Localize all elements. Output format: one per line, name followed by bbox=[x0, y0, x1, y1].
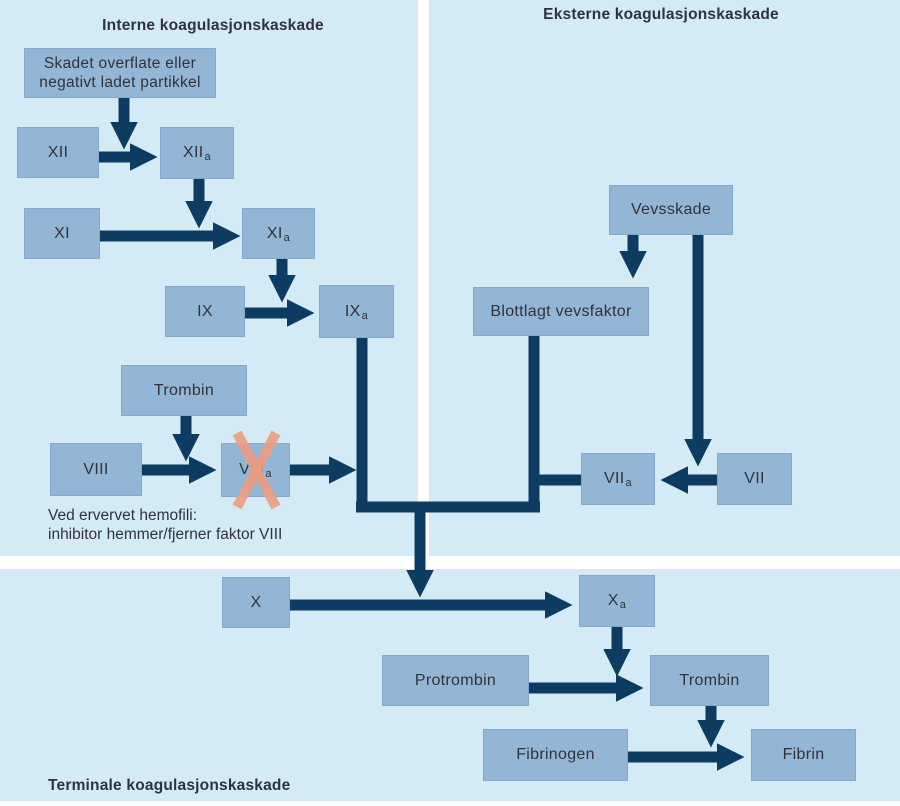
node-label-sub: a bbox=[265, 468, 272, 480]
interne-title: Interne koagulasjonskaskade bbox=[102, 17, 324, 34]
node-label: XI bbox=[266, 224, 283, 242]
eksterne-title: Eksterne koagulasjonskaskade bbox=[543, 6, 779, 23]
node-x: X bbox=[222, 577, 290, 628]
node-xii: XII bbox=[17, 127, 99, 178]
node-label: XII bbox=[47, 143, 69, 161]
node-label: Fibrinogen bbox=[516, 746, 595, 763]
node-label: Blottlagt vevsfaktor bbox=[490, 302, 632, 320]
node-label-sub: a bbox=[283, 231, 291, 244]
caption-line: Ved ervervet hemofili: bbox=[48, 507, 198, 524]
node-label: Protrombin bbox=[414, 671, 497, 689]
hemofili-caption: Ved ervervet hemofili: inhibitor hemmer/… bbox=[48, 506, 282, 544]
node-label: Trombin bbox=[153, 381, 215, 399]
node-protrombin: Protrombin bbox=[382, 655, 529, 706]
node-label: Fibrin bbox=[782, 746, 825, 763]
node-label: VII bbox=[604, 470, 625, 487]
node-label: VII bbox=[744, 470, 765, 487]
node-viii: VIII bbox=[50, 443, 142, 496]
node-label: XII bbox=[183, 144, 204, 161]
node-ix: IX bbox=[165, 286, 245, 337]
node-fibrinogen: Fibrinogen bbox=[483, 729, 628, 781]
node-label: XI bbox=[54, 224, 70, 242]
node-trombin-terminal: Trombin bbox=[650, 655, 769, 706]
node-vevsskade: Vevsskade bbox=[609, 185, 733, 235]
panel-eksterne-cascade bbox=[429, 0, 900, 556]
node-xi: XI bbox=[24, 208, 100, 259]
node-fibrin: Fibrin bbox=[751, 729, 856, 781]
node-label: negativt ladet partikkel bbox=[39, 74, 201, 91]
node-label: Skadet overflate eller bbox=[43, 55, 197, 72]
node-label: VIII bbox=[83, 460, 109, 478]
node-label: VIII bbox=[239, 461, 265, 478]
node-label: Vevsskade bbox=[630, 201, 712, 218]
node-blottlagt-vevsfaktor: Blottlagt vevsfaktor bbox=[473, 287, 649, 336]
node-trombin-intern: Trombin bbox=[121, 365, 247, 416]
node-vii: VII bbox=[717, 453, 792, 505]
node-label-sub: a bbox=[619, 599, 627, 611]
node-label-sub: a bbox=[204, 151, 211, 163]
node-label: Trombin bbox=[679, 671, 740, 689]
node-skadet-overflate: Skadet overflate eller negativt ladet pa… bbox=[24, 48, 216, 98]
node-label: IX bbox=[197, 302, 213, 320]
node-label-sub: a bbox=[625, 477, 632, 489]
node-label: X bbox=[250, 593, 262, 611]
caption-line: inhibitor hemmer/fjerner faktor VIII bbox=[48, 526, 283, 543]
terminale-title: Terminale koagulasjonskaskade bbox=[48, 777, 291, 794]
node-label: IX bbox=[344, 302, 361, 320]
node-label: X bbox=[607, 592, 619, 609]
node-label-sub: a bbox=[361, 309, 369, 322]
